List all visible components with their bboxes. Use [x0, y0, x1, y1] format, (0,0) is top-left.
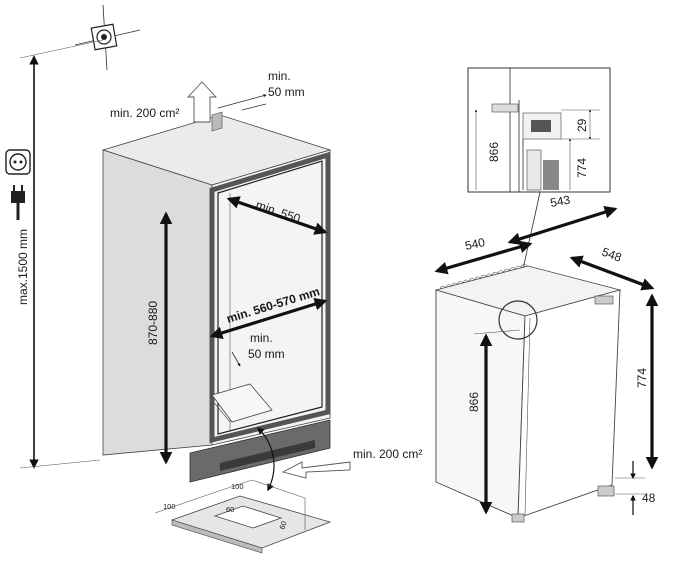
label-min50-mid-1: min. [250, 331, 273, 345]
label-543: 543 [549, 193, 571, 210]
label-vent-100-b: 100 [231, 482, 244, 491]
inlet-arrow-icon [281, 461, 351, 479]
label-min50-top-2: 50 mm [268, 85, 305, 99]
label-548: 548 [600, 245, 624, 265]
fridge-body [434, 264, 622, 523]
label-vent-100-a: 100 [163, 502, 176, 511]
label-inset-29: 29 [575, 118, 589, 132]
label-min50-top-1: min. [268, 69, 291, 83]
label-inset-774: 774 [575, 158, 589, 178]
label-vent-60-b: 60 [277, 520, 288, 531]
electrical-junction-icon [74, 4, 141, 71]
label-48: 48 [642, 491, 656, 505]
label-866: 866 [467, 392, 481, 412]
airflow-arrow-icon [186, 81, 218, 123]
label-870-880: 870-880 [146, 301, 160, 345]
label-vent-60-a: 60 [226, 505, 234, 514]
label-min50-mid-2: 50 mm [248, 347, 285, 361]
power-socket-icon [5, 149, 31, 175]
label-540: 540 [464, 235, 487, 253]
power-plug-icon [11, 185, 25, 220]
label-inset-866: 866 [487, 142, 501, 162]
label-max1500: max.1500 mm [16, 229, 30, 305]
detail-inset [467, 67, 611, 193]
label-774: 774 [635, 368, 649, 388]
label-min200-top: min. 200 cm² [110, 106, 179, 120]
vent-plate [154, 479, 332, 554]
label-min200-bottom: min. 200 cm² [353, 447, 422, 461]
